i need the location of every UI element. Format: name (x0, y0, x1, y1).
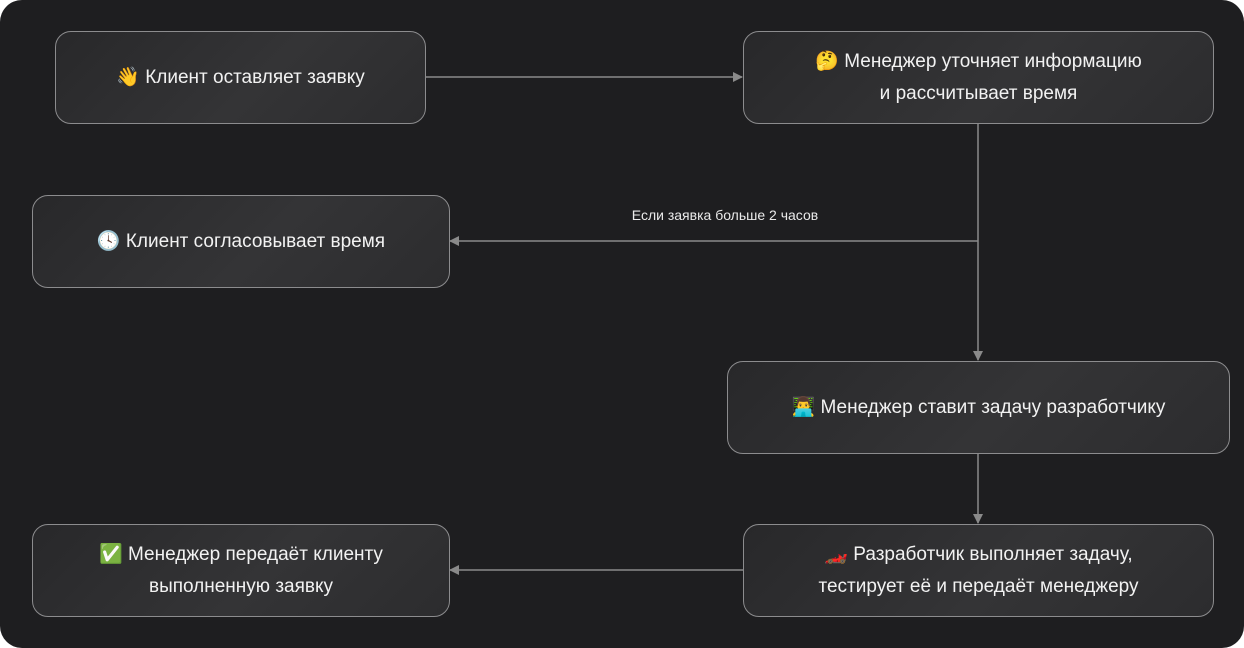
node-manager-delivers: ✅ Менеджер передаёт клиенту выполненную … (32, 524, 450, 617)
node-client-approves-time: 🕓 Клиент согласовывает время (32, 195, 450, 288)
clock-icon: 🕓 (96, 230, 121, 252)
check-mark-icon: ✅ (99, 543, 123, 565)
node-manager-assigns-task: 👨‍💻 Менеджер ставит задачу разработчику (727, 361, 1230, 454)
node-manager-clarifies: 🤔 Менеджер уточняет информацию и рассчит… (743, 31, 1214, 124)
edge-label-condition: Если заявка больше 2 часов (631, 207, 819, 223)
waving-hand-icon: 👋 (116, 66, 140, 88)
technologist-icon: 👨‍💻 (791, 396, 816, 418)
racing-car-icon: 🏎️ (824, 543, 849, 565)
thinking-face-icon: 🤔 (815, 50, 839, 72)
node-developer-executes: 🏎️ Разработчик выполняет задачу, тестиру… (743, 524, 1214, 617)
node-client-submits-request: 👋 Клиент оставляет заявку (55, 31, 426, 124)
